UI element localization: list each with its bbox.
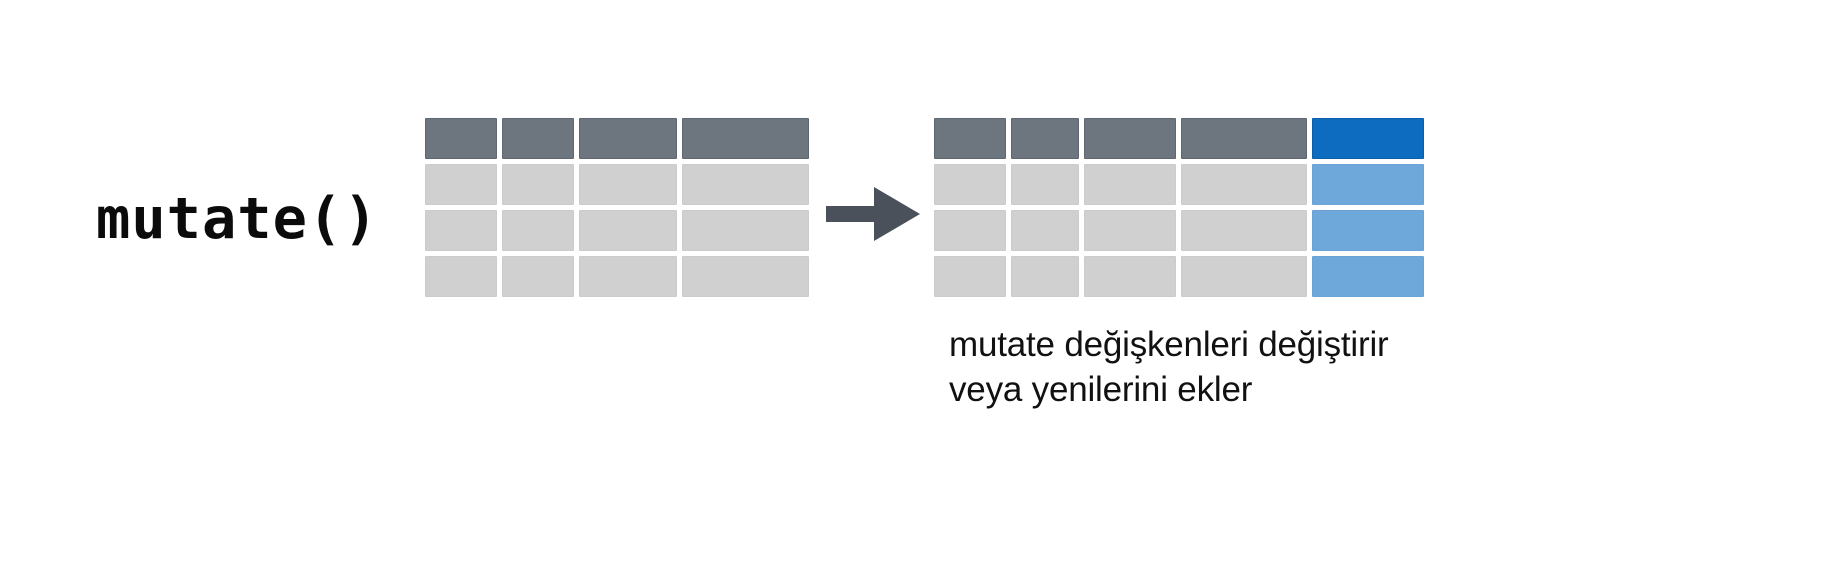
caption: mutate değişkenleri değiştirir veya yeni…	[949, 322, 1649, 412]
input-cell	[579, 256, 677, 297]
table-row	[425, 210, 809, 251]
input-table-header-row	[425, 118, 809, 159]
input-cell	[502, 256, 574, 297]
output-cell	[1084, 164, 1176, 205]
input-cell	[502, 164, 574, 205]
output-cell	[1181, 164, 1307, 205]
input-header-cell-4	[682, 118, 809, 159]
output-cell	[1011, 164, 1079, 205]
output-cell	[934, 164, 1006, 205]
table-row	[425, 164, 809, 205]
output-header-cell-new-variable	[1312, 118, 1424, 159]
input-table	[425, 118, 809, 297]
output-cell	[1181, 210, 1307, 251]
table-row	[934, 164, 1424, 205]
caption-line-1: mutate değişkenleri değiştirir	[949, 325, 1389, 364]
output-cell-new-variable	[1312, 210, 1424, 251]
table-row	[425, 256, 809, 297]
input-cell	[425, 256, 497, 297]
input-cell	[502, 210, 574, 251]
output-table-header-row	[934, 118, 1424, 159]
output-cell-new-variable	[1312, 164, 1424, 205]
output-cell	[1181, 256, 1307, 297]
input-cell	[682, 164, 809, 205]
arrow-right-icon	[826, 183, 922, 245]
input-header-cell-3	[579, 118, 677, 159]
input-header-cell-2	[502, 118, 574, 159]
input-cell	[682, 210, 809, 251]
output-cell	[1011, 256, 1079, 297]
output-header-cell-3	[1084, 118, 1176, 159]
output-header-cell-4	[1181, 118, 1307, 159]
output-cell-new-variable	[1312, 256, 1424, 297]
output-cell	[1011, 210, 1079, 251]
output-table	[934, 118, 1424, 297]
table-row	[934, 210, 1424, 251]
output-header-cell-1	[934, 118, 1006, 159]
output-cell	[1084, 210, 1176, 251]
caption-line-2: veya yenilerini ekler	[949, 370, 1253, 409]
input-cell	[425, 164, 497, 205]
input-header-cell-1	[425, 118, 497, 159]
output-header-cell-2	[1011, 118, 1079, 159]
output-cell	[934, 210, 1006, 251]
output-cell	[1084, 256, 1176, 297]
input-cell	[682, 256, 809, 297]
table-row	[934, 256, 1424, 297]
input-cell	[425, 210, 497, 251]
function-name-label: mutate()	[96, 186, 379, 252]
input-cell	[579, 210, 677, 251]
input-cell	[579, 164, 677, 205]
output-cell	[934, 256, 1006, 297]
